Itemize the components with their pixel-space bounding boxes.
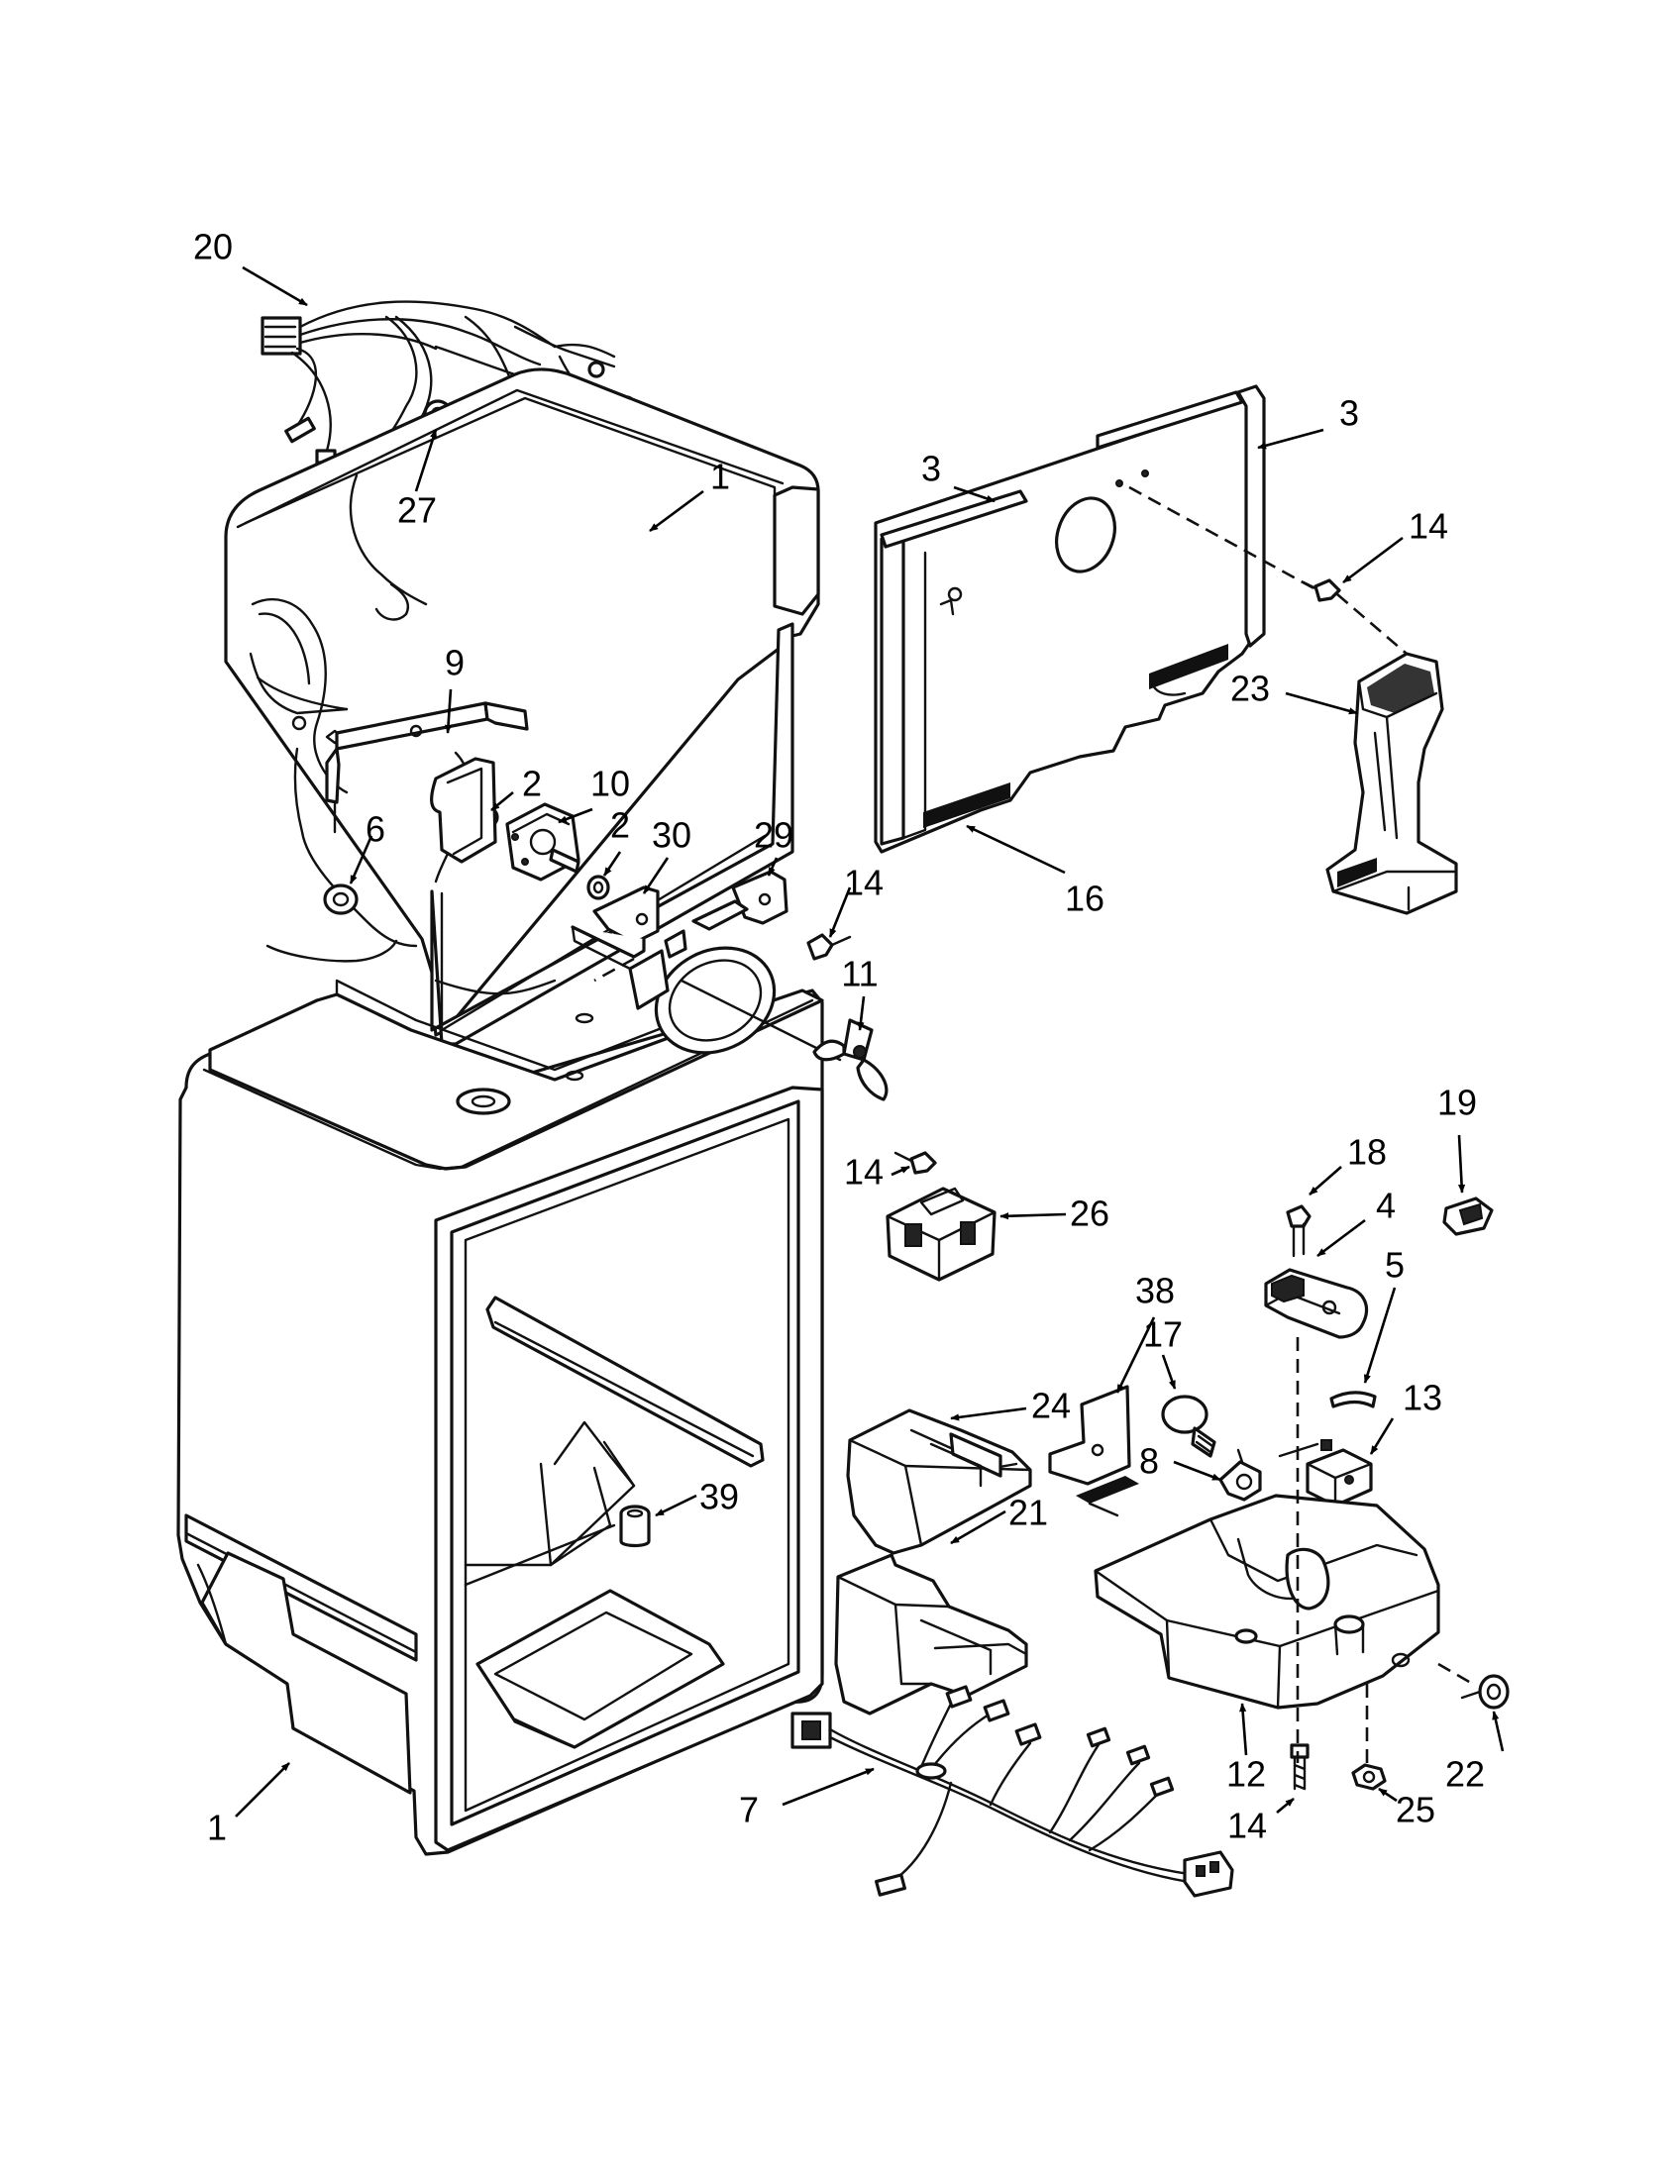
callout-5: 5	[1385, 1245, 1405, 1286]
callout-21: 21	[1008, 1493, 1048, 1533]
part-39-plug	[619, 1505, 651, 1548]
control-housing	[430, 757, 497, 864]
part-14-screw-a	[806, 933, 852, 961]
callout-11: 11	[841, 954, 878, 994]
part-12-tray	[1094, 1337, 1477, 1783]
callout-14-upper-right: 14	[1409, 506, 1448, 547]
callout-25: 25	[1396, 1790, 1435, 1830]
part-10-thermostat	[505, 802, 580, 882]
callout-30: 30	[652, 815, 691, 856]
callout-19: 19	[1437, 1083, 1477, 1123]
callout-2-right: 2	[610, 805, 630, 846]
callout-20: 20	[193, 227, 233, 267]
part-11-fan-blade	[812, 1018, 889, 1101]
callout-8: 8	[1139, 1441, 1159, 1482]
part-4-housing	[1264, 1268, 1369, 1339]
part-14-screw-b	[893, 1151, 937, 1175]
part-18-screw	[1286, 1204, 1312, 1258]
callout-24: 24	[1031, 1386, 1071, 1426]
part-16-panel	[874, 384, 1408, 854]
part-19-clip	[1442, 1196, 1494, 1236]
callout-22: 22	[1445, 1754, 1485, 1795]
part-14-screw-d	[1290, 1743, 1310, 1791]
callout-14-mid: 14	[844, 863, 884, 903]
part-14-screw-c	[1302, 578, 1341, 602]
part-26-connector	[886, 1187, 997, 1282]
part-22-knob	[1460, 1674, 1510, 1710]
callout-10: 10	[590, 764, 630, 804]
fresh-food-liner	[176, 979, 824, 1856]
callout-29: 29	[754, 815, 793, 856]
callout-1-lower: 1	[207, 1808, 227, 1848]
callout-9: 9	[445, 643, 465, 683]
part-21-housing	[834, 1553, 1028, 1716]
callout-6: 6	[366, 809, 385, 850]
part-6-knob	[323, 884, 359, 915]
fan-shroud-ring	[628, 929, 842, 1062]
callout-labels: 20 27 1 3 3 14 9 23 2 10 2 30 29 14 6 16…	[193, 227, 1485, 1848]
part-24-housing	[846, 1408, 1032, 1555]
freezer-liner	[224, 367, 820, 1046]
callout-23: 23	[1230, 669, 1270, 709]
part-2-grommet-right	[586, 875, 610, 900]
callout-7: 7	[739, 1790, 759, 1830]
part-38-plate	[1048, 1385, 1139, 1517]
callout-16: 16	[1065, 879, 1104, 919]
callout-3-left: 3	[921, 449, 941, 489]
callout-17: 17	[1143, 1314, 1183, 1355]
part-25-nut	[1351, 1763, 1387, 1791]
callout-38: 38	[1135, 1271, 1175, 1311]
part-23-air-duct	[1325, 652, 1458, 915]
part-7-wire-harness	[790, 1685, 1234, 1898]
leader-arrows	[235, 265, 1505, 1818]
callout-2-left: 2	[522, 764, 542, 804]
callout-26: 26	[1070, 1194, 1109, 1234]
callout-18: 18	[1347, 1132, 1387, 1173]
callout-1-upper: 1	[710, 457, 730, 497]
callout-4: 4	[1376, 1186, 1396, 1226]
callout-3-right: 3	[1339, 393, 1359, 434]
callout-13: 13	[1403, 1378, 1442, 1418]
part-8-socket	[1218, 1448, 1262, 1502]
callout-27: 27	[397, 490, 437, 531]
callout-39: 39	[699, 1477, 739, 1517]
callout-14-lower: 14	[1227, 1806, 1267, 1846]
part-17-bulb	[1161, 1395, 1216, 1458]
part-13-switch	[1278, 1439, 1373, 1508]
callout-12: 12	[1226, 1754, 1266, 1795]
callout-14-fan: 14	[844, 1152, 884, 1193]
part-5-strip	[1329, 1391, 1377, 1408]
